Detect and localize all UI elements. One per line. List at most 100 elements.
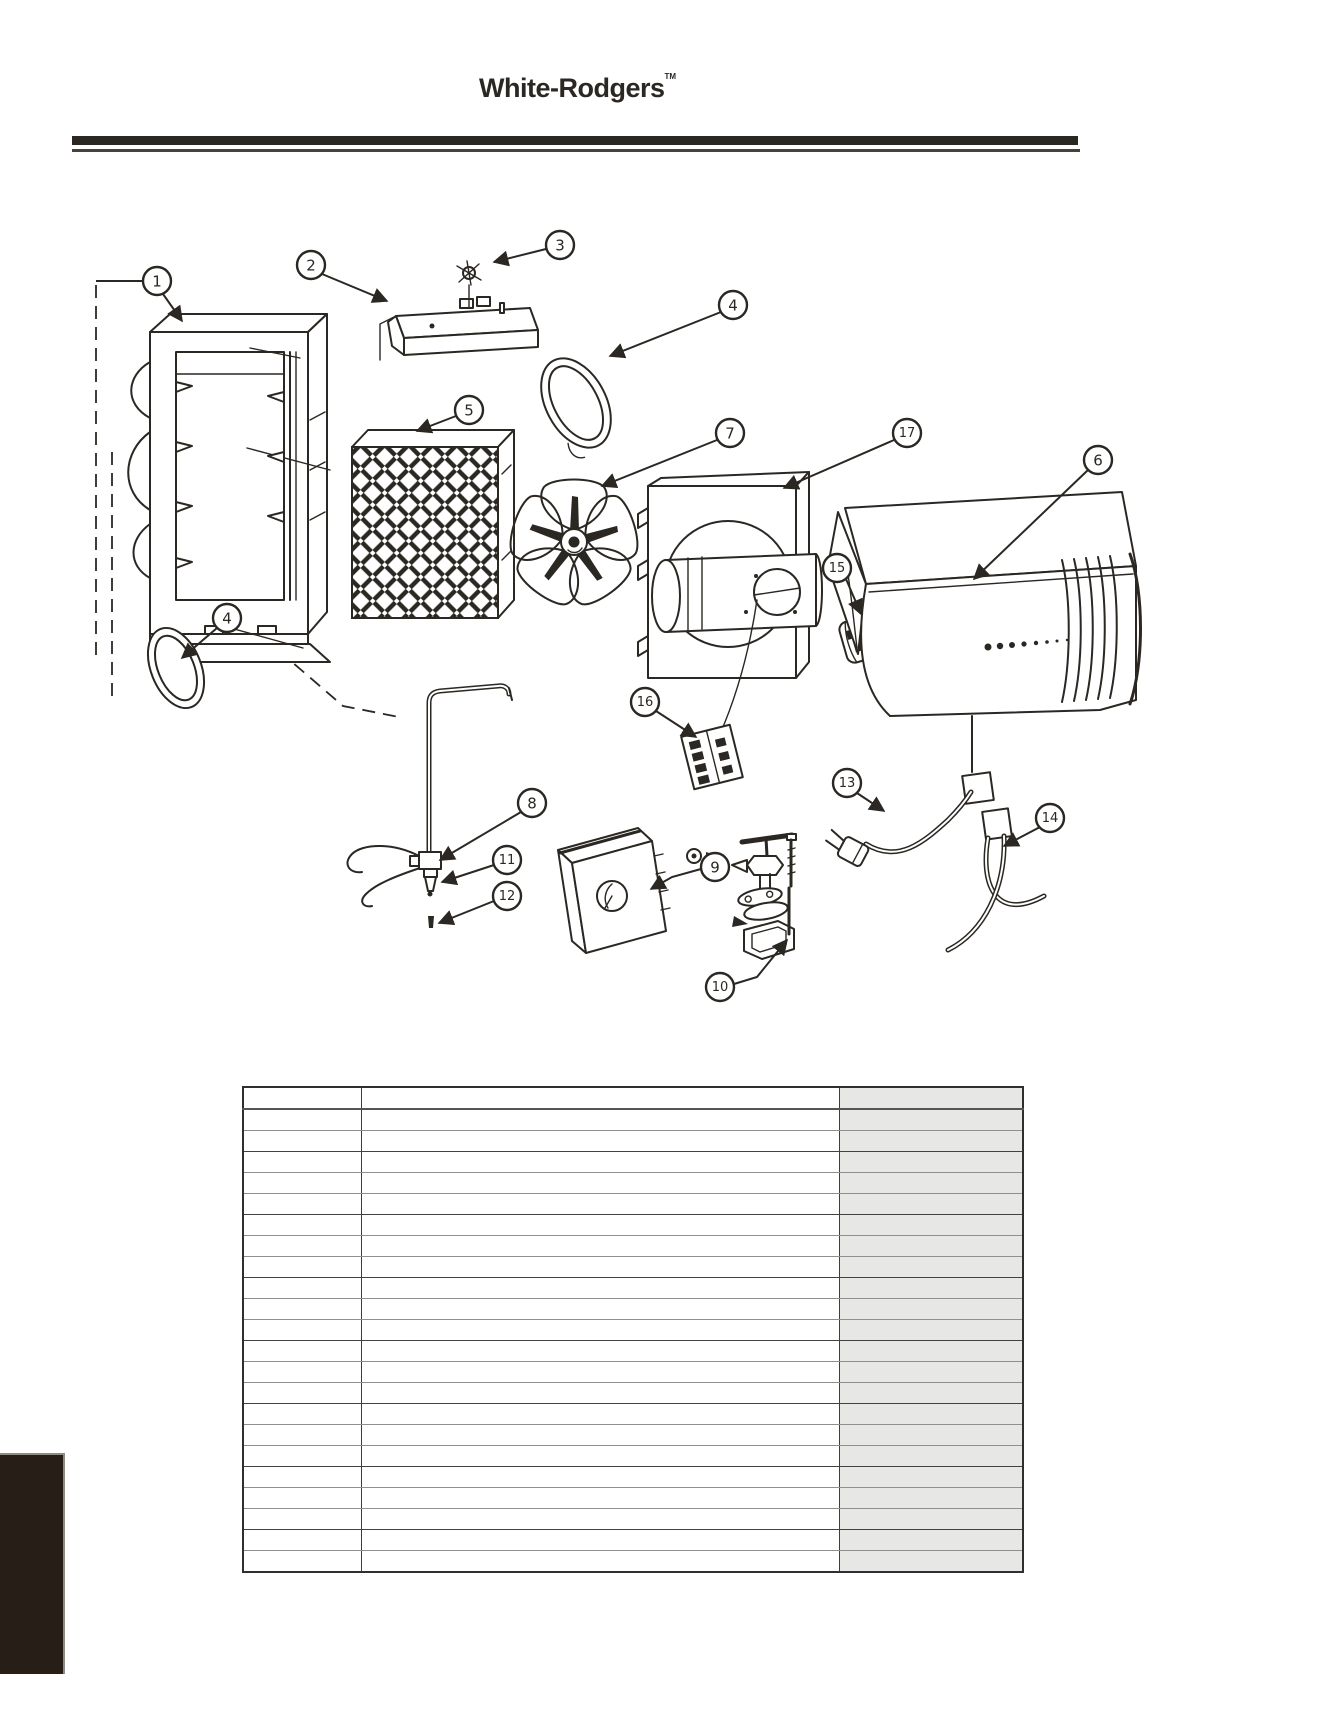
- callout-leader-8: [438, 811, 522, 861]
- callout-number-4: 4: [222, 610, 232, 628]
- table-cell: [360, 1256, 839, 1278]
- table-cell: [360, 1087, 839, 1110]
- callout-leader-4: [608, 311, 722, 359]
- part-fan-blade: [509, 478, 639, 606]
- callout-leader-5: [415, 415, 457, 434]
- table-cell: [243, 1109, 361, 1131]
- callout-leader-16: [655, 710, 698, 738]
- table-cell: [360, 1151, 839, 1173]
- callout-number-16: 16: [637, 695, 654, 710]
- callout-circle-8: [516, 787, 548, 819]
- callout-circle-6: [1082, 444, 1114, 476]
- table-cell: [243, 1235, 361, 1257]
- callout-number-15: 15: [829, 561, 846, 576]
- table-cell: [243, 1445, 361, 1467]
- callout-leader-15: [845, 578, 863, 616]
- table-cell: [243, 1487, 361, 1509]
- header-rule-thick: [72, 136, 1078, 145]
- table-row: [243, 1361, 1023, 1383]
- callout-leader-9: [649, 868, 702, 890]
- table-cell: [360, 1424, 839, 1446]
- callout-circle-1: [141, 265, 173, 297]
- table-cell: [360, 1298, 839, 1320]
- callout-number-6: 6: [1093, 452, 1103, 470]
- table-cell: [243, 1151, 361, 1173]
- callout-circle-4: [211, 602, 243, 634]
- part-water-tube: [346, 683, 513, 928]
- callout-circle-11: [491, 844, 523, 876]
- table-cell: [360, 1466, 839, 1488]
- part-gasket-upper: [540, 357, 612, 459]
- table-cell: [243, 1214, 361, 1236]
- table-cell: [360, 1529, 839, 1551]
- callout-circle-10: [704, 971, 736, 1003]
- table-cell: [838, 1298, 1023, 1320]
- table-cell: [360, 1235, 839, 1257]
- table-cell: [360, 1361, 839, 1383]
- callout-leader-13: [856, 792, 886, 812]
- table-row: [243, 1109, 1023, 1131]
- table-row: [243, 1508, 1023, 1530]
- table-row: [243, 1319, 1023, 1341]
- part-main-housing: [827, 491, 1142, 841]
- callout-number-1: 1: [152, 273, 162, 291]
- table-row: [243, 1256, 1023, 1278]
- callout-number-5: 5: [464, 402, 474, 420]
- callout-leader-11: [440, 864, 495, 886]
- callout-leader-4: [180, 627, 218, 660]
- table-cell: [360, 1382, 839, 1404]
- table-row: [243, 1277, 1023, 1299]
- table-cell: [838, 1130, 1023, 1152]
- table-cell: [838, 1487, 1023, 1509]
- table-cell: [360, 1445, 839, 1467]
- callout-number-8: 8: [527, 795, 537, 813]
- callout-circle-14: [1034, 802, 1066, 834]
- table-cell: [838, 1424, 1023, 1446]
- table-row: [243, 1550, 1023, 1573]
- parts-table: [242, 1086, 1024, 1573]
- part-humidistat: [557, 827, 671, 954]
- table-cell: [243, 1361, 361, 1383]
- table-cell: [243, 1172, 361, 1194]
- callout-circle-4: [717, 289, 749, 321]
- table-row: [243, 1087, 1023, 1110]
- table-cell: [360, 1172, 839, 1194]
- brand-logo: White-RodgersTM: [479, 72, 699, 104]
- callout-leader-6: [972, 469, 1089, 581]
- table-row: [243, 1235, 1023, 1257]
- table-cell: [838, 1172, 1023, 1194]
- callout-circle-9: [699, 851, 731, 883]
- callout-leader-3: [492, 248, 547, 267]
- table-cell: [243, 1277, 361, 1299]
- table-row: [243, 1487, 1023, 1509]
- callout-circle-5: [453, 394, 485, 426]
- table-cell: [838, 1529, 1023, 1551]
- table-cell: [243, 1382, 361, 1404]
- callout-circle-17: [891, 417, 923, 449]
- table-cell: [838, 1235, 1023, 1257]
- part-drain-hoses: [945, 833, 1047, 953]
- callout-number-9: 9: [710, 859, 720, 877]
- table-cell: [243, 1551, 361, 1573]
- trademark-symbol: TM: [664, 72, 677, 81]
- table-cell: [360, 1550, 839, 1572]
- table-row: [243, 1424, 1023, 1446]
- table-row: [243, 1445, 1023, 1467]
- callout-leader-7: [600, 439, 718, 489]
- callout-circle-13: [831, 767, 863, 799]
- callout-number-7: 7: [725, 425, 735, 443]
- callout-circle-7: [714, 417, 746, 449]
- brand-logo-text: White-Rodgers: [479, 73, 665, 103]
- part-switch: [680, 723, 744, 791]
- part-saddle-valve: [686, 832, 797, 960]
- table-cell: [838, 1109, 1023, 1131]
- table-row: [243, 1130, 1023, 1152]
- callout-number-17: 17: [899, 426, 916, 441]
- table-cell: [838, 1193, 1023, 1215]
- part-orifice: [428, 916, 434, 928]
- table-cell: [243, 1466, 361, 1488]
- table-cell: [360, 1340, 839, 1362]
- callout-number-10: 10: [712, 980, 729, 995]
